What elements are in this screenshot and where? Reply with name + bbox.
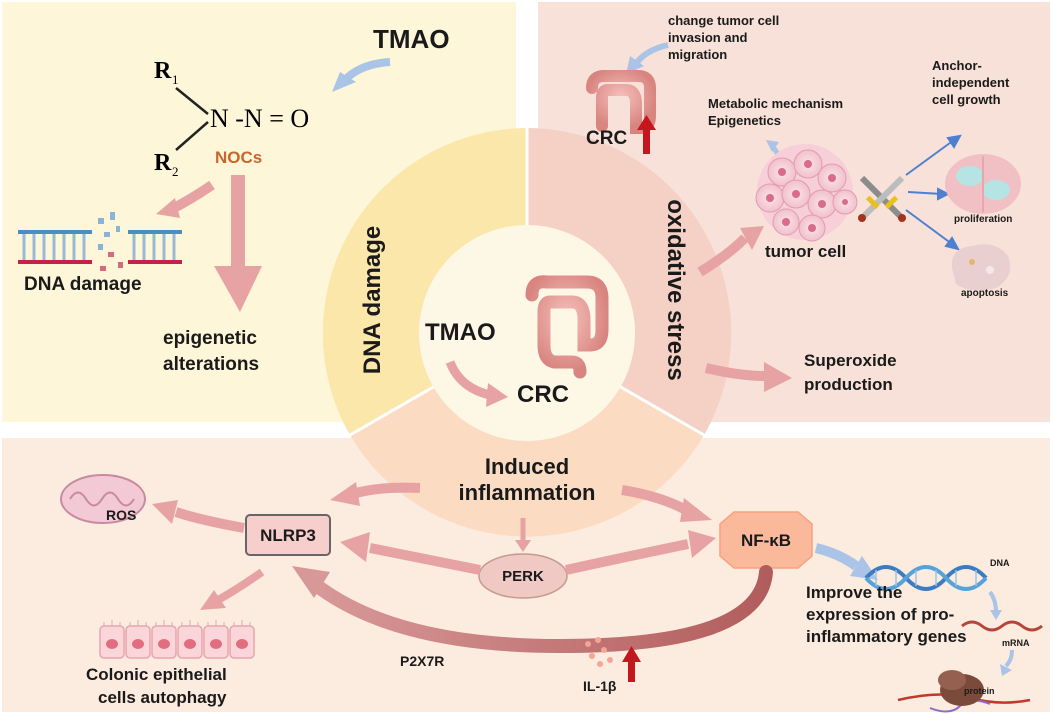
oxidative-crc-label: CRC [586, 128, 627, 149]
dna-helix-icon [864, 565, 988, 591]
apoptosis-cell-icon [951, 244, 1011, 291]
mitochondrion-icon [60, 474, 146, 524]
nocs-label: NOCs [215, 148, 262, 167]
tumor-cell-label: tumor cell [765, 242, 846, 261]
metabolic-label-2: Epigenetics [708, 113, 781, 128]
ring-label-inflammation-2: inflammation [459, 480, 596, 505]
ring-label-dna: DNA damage [359, 226, 386, 374]
perk-label: PERK [502, 568, 544, 585]
nlrp3-to-ros-arrow [174, 507, 245, 533]
perk-to-nfkb-arrow [564, 539, 690, 575]
svg-text:1: 1 [172, 72, 179, 87]
crossed-swords-icon [858, 175, 906, 222]
proliferation-cell-icon [945, 154, 1021, 214]
oxidative-to-tumor-arrow [697, 234, 749, 277]
nfkb-to-nlrp3-curve-arrow [313, 565, 773, 654]
center-crc-label: CRC [517, 381, 569, 408]
superoxide-label-2: production [804, 375, 893, 394]
perk-to-nlrp3-arrow [369, 543, 481, 575]
protein-ribosome-icon [897, 670, 1031, 713]
nfkb-label: NF-κB [741, 531, 791, 550]
improve-label-3: inflammatory genes [806, 627, 967, 646]
proliferation-label: proliferation [954, 214, 1012, 225]
dna-panel-tmao-label: TMAO [373, 24, 450, 54]
center-tmao-label: TMAO [425, 319, 496, 346]
anchor-label-2: independent [932, 75, 1010, 90]
protein-small-label: protein [964, 686, 995, 696]
nlrp3-to-epithelium-arrow [216, 568, 265, 604]
invasion-label-2: invasion and [668, 30, 748, 45]
ring-label-inflammation-1: Induced [485, 454, 569, 479]
dna-small-label: DNA [990, 558, 1010, 568]
improve-label-2: expression of pro- [806, 605, 954, 624]
nlrp3-node [245, 514, 331, 556]
svg-text:R: R [154, 58, 172, 84]
invasion-label-1: change tumor cell [668, 13, 779, 28]
ring-label-oxidative: oxidative stress [662, 199, 689, 380]
ros-label: ROS [106, 507, 136, 523]
nfkb-to-genes-arrow [814, 543, 859, 571]
mrna-small-label: mRNA [1002, 638, 1030, 648]
nfkb-node [719, 511, 813, 569]
apoptosis-label: apoptosis [961, 288, 1009, 299]
dna-damage-label: DNA damage [24, 274, 142, 295]
svg-text:N -N = O: N -N = O [210, 104, 309, 133]
central-ring: DNA damage oxidative stress Induced infl… [322, 128, 732, 537]
improve-label-1: Improve the [806, 583, 902, 602]
perk-node [478, 553, 568, 599]
nocs-structure: R 1 R 2 N -N = O [154, 58, 309, 179]
metabolic-label-1: Metabolic mechanism [708, 96, 843, 111]
inflam-to-nfkb-arrow [621, 485, 689, 515]
dna-ladder-icon [18, 212, 182, 271]
superoxide-label-1: Superoxide [804, 351, 897, 370]
il1b-label: IL-1β [583, 678, 617, 694]
il1b-up-arrow-icon [622, 646, 641, 682]
colonic-label-2: cells autophagy [98, 688, 227, 707]
mrna-strand-icon [961, 620, 1043, 632]
invasion-label-3: migration [668, 47, 727, 62]
anchor-label-3: cell growth [932, 92, 1001, 107]
center-tmao-to-crc-arrow [445, 360, 492, 400]
epigenetic-label-2: alterations [163, 354, 259, 375]
red-up-arrow-icon [637, 115, 656, 154]
colonic-label-1: Colonic epithelial [86, 665, 227, 684]
svg-text:2: 2 [172, 164, 179, 179]
center-colon-icon [525, 275, 609, 379]
outcome-arrows [905, 134, 962, 251]
oxidative-to-superoxide-arrow [704, 363, 765, 381]
svg-text:R: R [154, 150, 172, 176]
epithelial-cells-icon [99, 620, 255, 659]
nlrp3-label: NLRP3 [260, 526, 316, 545]
tumor-cell-icon [755, 144, 858, 242]
epigenetic-label-1: epigenetic [163, 328, 257, 349]
il1b-particles-icon [585, 637, 613, 667]
p2x7r-label: P2X7R [400, 653, 444, 669]
anchor-label-1: Anchor- [932, 58, 982, 73]
